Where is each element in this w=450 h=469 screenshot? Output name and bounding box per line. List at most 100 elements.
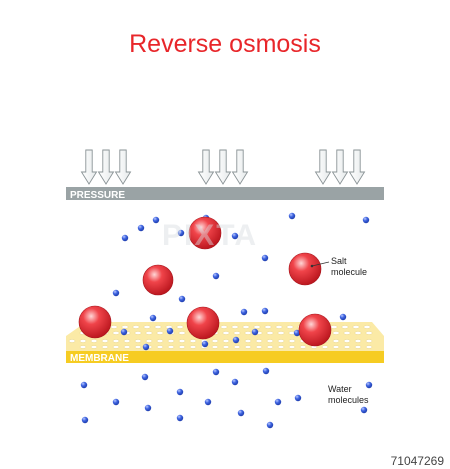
membrane-pore <box>352 325 360 329</box>
membrane-pore <box>233 345 241 349</box>
membrane-pore <box>101 345 109 349</box>
water-molecule <box>261 254 269 262</box>
water-molecule <box>178 295 186 303</box>
membrane-pore <box>112 331 120 335</box>
water-molecule <box>121 234 129 242</box>
water-molecule <box>152 216 160 224</box>
membrane-pore <box>365 339 373 343</box>
membrane-pore <box>365 331 373 335</box>
membrane-pore <box>167 339 175 343</box>
membrane-pore <box>68 339 76 343</box>
salt-molecule <box>298 313 332 347</box>
membrane-pore <box>332 345 340 349</box>
membrane-pore <box>343 331 351 335</box>
membrane-pore <box>178 339 186 343</box>
pressure-label: PRESSURE <box>70 190 125 201</box>
salt-molecule <box>78 305 112 339</box>
water-molecule <box>142 343 150 351</box>
water-molecule <box>212 368 220 376</box>
salt-label-dot <box>310 264 314 268</box>
down-arrow-icon <box>214 149 232 185</box>
water-label-line2: molecules <box>328 395 369 405</box>
water-molecule <box>251 328 259 336</box>
membrane-pore <box>242 325 250 329</box>
membrane-pore <box>112 339 120 343</box>
water-molecule <box>144 404 152 412</box>
water-molecule <box>261 307 269 315</box>
membrane-pore <box>90 339 98 343</box>
membrane-pore <box>253 325 261 329</box>
water-molecule <box>166 327 174 335</box>
water-molecule <box>176 414 184 422</box>
down-arrow-icon <box>314 149 332 185</box>
water-molecule <box>204 398 212 406</box>
salt-molecule <box>188 216 222 250</box>
membrane-pore <box>178 331 186 335</box>
water-molecule <box>360 406 368 414</box>
membrane-pore <box>343 345 351 349</box>
water-molecules <box>80 212 373 429</box>
membrane-pore <box>134 339 142 343</box>
salt-molecules <box>78 216 332 347</box>
membrane-pore <box>264 325 272 329</box>
down-arrow-icon <box>348 149 366 185</box>
membrane-pore <box>156 331 164 335</box>
membrane-pore <box>321 345 329 349</box>
down-arrow-icon <box>331 149 349 185</box>
membrane-pore <box>79 339 87 343</box>
membrane-pore <box>288 339 296 343</box>
water-molecule <box>201 340 209 348</box>
membrane-pore <box>143 325 151 329</box>
salt-molecule <box>288 252 322 286</box>
water-molecule <box>141 373 149 381</box>
water-molecule <box>149 314 157 322</box>
water-molecule <box>176 388 184 396</box>
water-molecule <box>294 394 302 402</box>
salt-molecule <box>186 306 220 340</box>
membrane-pore <box>222 331 230 335</box>
stock-id: 71047269 <box>391 454 445 468</box>
membrane-pore <box>332 339 340 343</box>
water-molecule <box>362 216 370 224</box>
membrane-pore <box>255 339 263 343</box>
membrane-pore <box>134 331 142 335</box>
membrane-pore <box>211 345 219 349</box>
membrane-pore <box>244 331 252 335</box>
membrane-pore <box>266 339 274 343</box>
membrane-body <box>66 336 384 351</box>
water-molecule <box>231 378 239 386</box>
water-molecule <box>237 409 245 417</box>
membrane-pore <box>363 325 371 329</box>
watermark: PIXTA <box>162 219 258 252</box>
membrane-band <box>66 351 384 363</box>
water-molecule <box>262 367 270 375</box>
diagram-title: Reverse osmosis <box>129 30 321 58</box>
membrane-pore <box>277 339 285 343</box>
membrane-pore <box>233 331 241 335</box>
membrane-pore <box>286 325 294 329</box>
water-molecule <box>288 212 296 220</box>
water-molecule <box>339 313 347 321</box>
salt-label-line1: Salt <box>331 256 347 266</box>
membrane-pore <box>178 345 186 349</box>
membrane-pore <box>145 339 153 343</box>
membrane-pore <box>222 345 230 349</box>
water-molecule <box>274 398 282 406</box>
membrane-pore <box>134 345 142 349</box>
salt-molecule <box>142 264 174 296</box>
water-molecule <box>266 421 274 429</box>
membrane-pore <box>277 331 285 335</box>
water-molecule <box>80 381 88 389</box>
membrane-pore <box>189 345 197 349</box>
membrane-pore <box>222 339 230 343</box>
water-molecule <box>240 308 248 316</box>
membrane-pore <box>123 345 131 349</box>
water-molecule <box>112 289 120 297</box>
membrane-pore <box>154 325 162 329</box>
membrane-pore <box>354 331 362 335</box>
membrane: MEMBRANE <box>66 322 384 364</box>
down-arrow-icon <box>97 149 115 185</box>
membrane-pore <box>112 345 120 349</box>
membrane-pore <box>167 345 175 349</box>
